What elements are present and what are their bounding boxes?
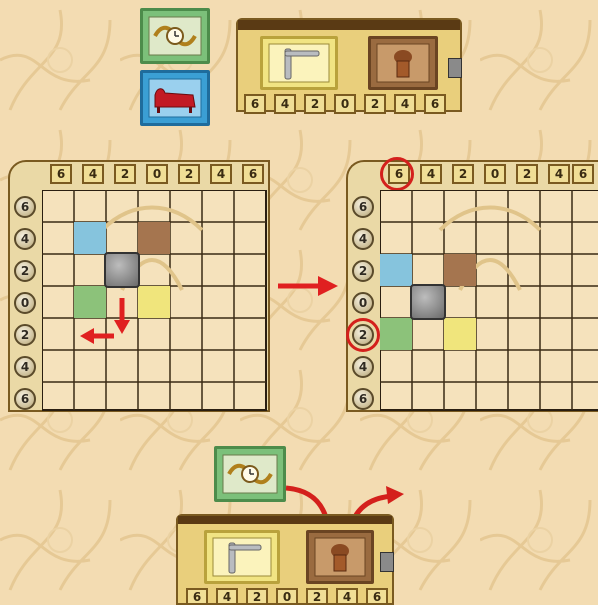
rack-side-key [380,552,394,572]
clock-icon [143,11,207,61]
col-label: 6 [572,164,594,184]
top-sofa-tile[interactable] [140,70,210,126]
rack-number: 2 [304,94,326,114]
rack-side-key [448,58,462,78]
col-label: 4 [548,164,570,184]
rack-number: 6 [244,94,266,114]
col-label: 6 [50,164,72,184]
clock-icon [217,449,283,499]
row-label: 6 [352,196,374,218]
row-label: 2 [14,260,36,282]
top-clock-tile[interactable] [140,8,210,64]
rack-slot-bust[interactable] [368,36,438,90]
sofa-icon [143,73,207,123]
rack-number: 2 [246,588,268,605]
rack-slot-door-handle[interactable] [260,36,338,90]
tile-blue[interactable] [74,222,106,254]
row-label: 6 [14,196,36,218]
row-label: 0 [14,292,36,314]
highlight-row-ring [346,318,380,352]
rack-number: 6 [186,588,208,605]
col-label: 2 [452,164,474,184]
rack-number: 4 [336,588,358,605]
rack-number: 4 [274,94,296,114]
highlight-col-ring [380,157,414,191]
row-label: 4 [14,228,36,250]
col-label: 6 [242,164,264,184]
tile-yellow[interactable] [444,318,476,350]
rack-number: 6 [424,94,446,114]
tile-brown[interactable] [444,254,476,286]
door-handle-icon [263,39,335,87]
blocker-tile [104,252,140,288]
rack-number: 4 [216,588,238,605]
col-label: 4 [210,164,232,184]
col-label: 4 [420,164,442,184]
rack-top-bar [238,20,460,30]
rack-top-bar [178,516,392,524]
transition-arrow-icon [276,272,340,300]
tile-yellow[interactable] [138,286,170,318]
row-label: 6 [352,388,374,410]
rack-number: 0 [334,94,356,114]
rack-number: 6 [366,588,388,605]
col-label: 4 [82,164,104,184]
row-label: 2 [352,260,374,282]
col-label: 0 [146,164,168,184]
door-handle-icon [207,533,277,581]
tile-green[interactable] [380,318,412,350]
rack-number: 0 [276,588,298,605]
rack-slot-bust[interactable] [306,530,374,584]
row-label: 6 [14,388,36,410]
rack-number: 2 [306,588,328,605]
move-arrows [70,290,140,350]
col-label: 2 [114,164,136,184]
blocker-tile [410,284,446,320]
col-label: 2 [178,164,200,184]
col-label: 2 [516,164,538,184]
rack-number: 4 [394,94,416,114]
row-label: 2 [14,324,36,346]
tile-blue[interactable] [380,254,412,286]
tile-brown[interactable] [138,222,170,254]
col-label: 0 [484,164,506,184]
bottom-clock-tile[interactable] [214,446,286,502]
row-label: 4 [352,356,374,378]
rack-slot-door-handle[interactable] [204,530,280,584]
bust-icon [371,39,435,87]
row-label: 4 [14,356,36,378]
row-label: 0 [352,292,374,314]
rack-number: 2 [364,94,386,114]
bust-icon [309,533,371,581]
row-label: 4 [352,228,374,250]
